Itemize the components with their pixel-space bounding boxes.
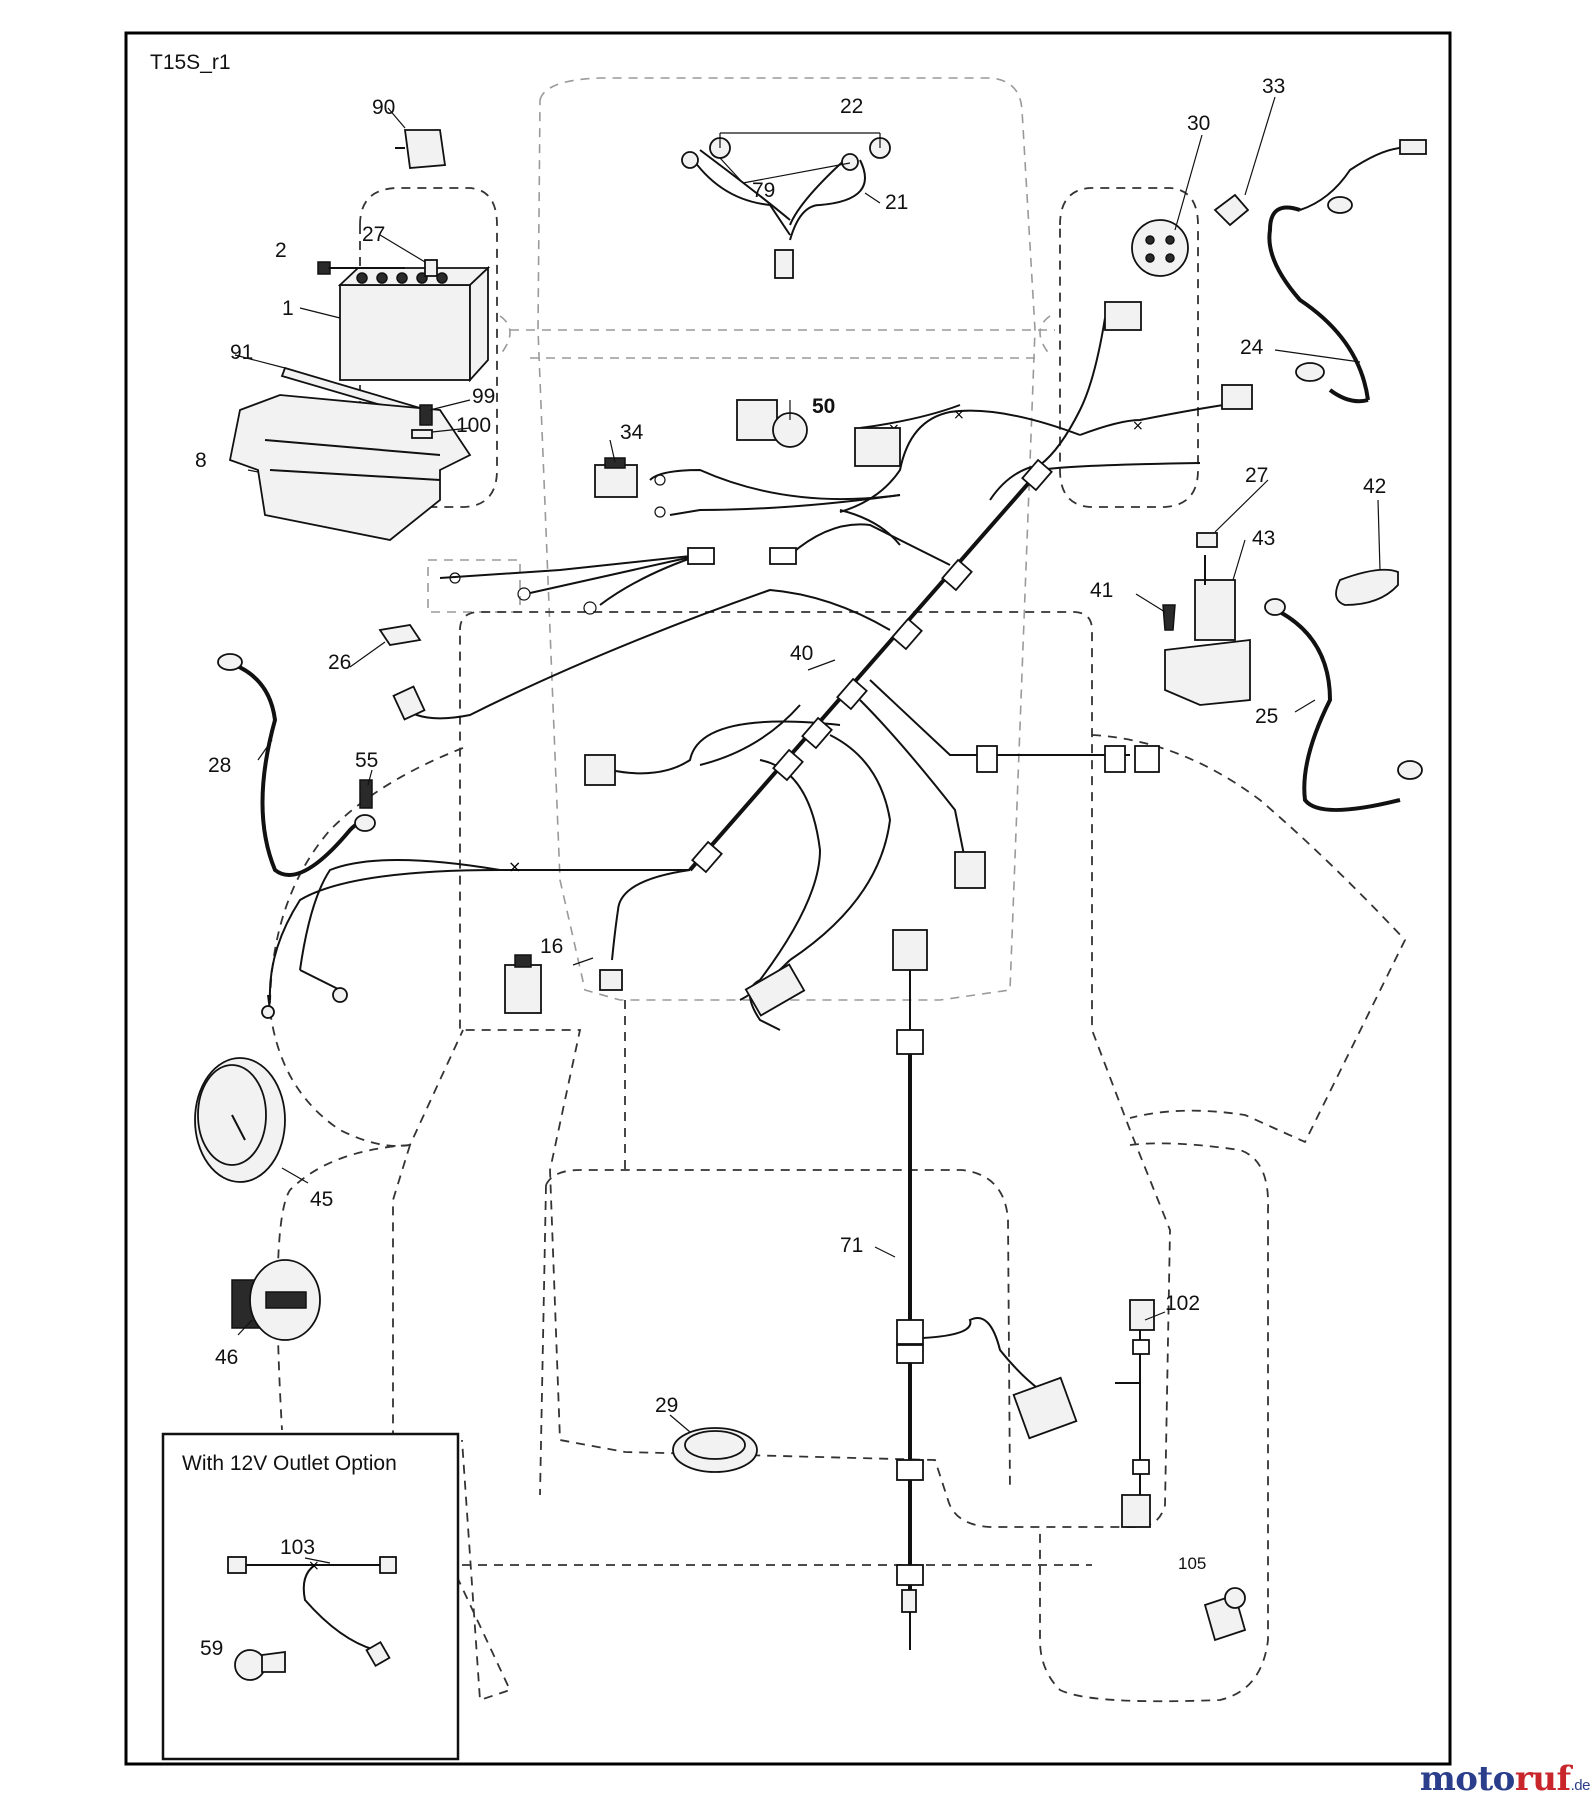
part-label-24: 24 — [1240, 336, 1264, 359]
part-label-46: 46 — [215, 1346, 239, 1369]
part-label-8: 8 — [195, 449, 207, 472]
part-label-103: 103 — [280, 1536, 316, 1559]
part-label-55: 55 — [355, 749, 379, 772]
part-label-90: 90 — [372, 96, 396, 119]
part-102-harness — [1115, 1299, 1155, 1528]
svg-text:×: × — [1132, 418, 1144, 434]
diagram-id: T15S_r1 — [150, 51, 231, 74]
part-label-59: 59 — [200, 1637, 224, 1660]
watermark-tld: .de — [1570, 1777, 1591, 1794]
chassis-outline — [427, 77, 1055, 1001]
connector-clutch — [744, 963, 806, 1017]
part-label-33: 33 — [1262, 75, 1286, 98]
watermark-brand: moto — [1419, 1759, 1516, 1799]
part-label-30: 30 — [1187, 112, 1211, 135]
battery — [339, 284, 471, 381]
svg-text:×: × — [308, 1558, 320, 1574]
connector-key — [1221, 384, 1253, 410]
connector-rear — [392, 685, 426, 721]
harness-71 — [892, 929, 1078, 1650]
part-label-50: 50 — [812, 395, 836, 418]
connector-pto — [584, 754, 616, 786]
leader-lines — [234, 96, 1381, 1564]
main-harness: × × × × — [261, 301, 1253, 1031]
part-label-79: 79 — [752, 179, 776, 202]
part-label-28: 28 — [208, 754, 232, 777]
option-box-title: With 12V Outlet Option — [182, 1452, 397, 1475]
part-label-21: 21 — [885, 191, 909, 214]
part-label-71: 71 — [840, 1234, 864, 1257]
part-label-1: 1 — [282, 297, 294, 320]
parts — [194, 129, 1427, 1642]
part-label-42: 42 — [1363, 475, 1387, 498]
part-label-91: 91 — [230, 341, 254, 364]
part-label-99: 99 — [472, 385, 496, 408]
connector-71-side — [1012, 1376, 1078, 1440]
part-label-26: 26 — [328, 651, 352, 674]
connector-71-top — [892, 929, 928, 971]
part-label-25: 25 — [1255, 705, 1279, 728]
part-label-22: 22 — [840, 95, 864, 118]
watermark-brand-accent: ruf — [1514, 1759, 1571, 1799]
svg-text:×: × — [953, 407, 965, 423]
part-label-43: 43 — [1252, 527, 1276, 550]
part-label-34: 34 — [620, 421, 644, 444]
part-label-27b: 27 — [1245, 464, 1269, 487]
connector-seat — [1104, 301, 1142, 331]
part-label-105: 105 — [1178, 1554, 1207, 1573]
connector-lamp — [954, 851, 986, 889]
part-label-41: 41 — [1090, 579, 1114, 602]
part-label-2: 2 — [275, 239, 287, 262]
part-label-45: 45 — [310, 1188, 334, 1211]
part-label-29: 29 — [655, 1394, 679, 1417]
watermark-logo: motoruf.de — [1419, 1759, 1591, 1799]
connector-solenoid-wire — [599, 969, 623, 991]
outlet-option-box: × — [161, 1432, 460, 1761]
part-label-102: 102 — [1165, 1292, 1201, 1315]
part-label-16: 16 — [540, 935, 564, 958]
part-label-40: 40 — [790, 642, 814, 665]
part-label-27a: 27 — [362, 223, 386, 246]
svg-text:×: × — [508, 857, 521, 876]
part-label-100: 100 — [456, 414, 492, 437]
diagram-frame — [124, 31, 1452, 1766]
